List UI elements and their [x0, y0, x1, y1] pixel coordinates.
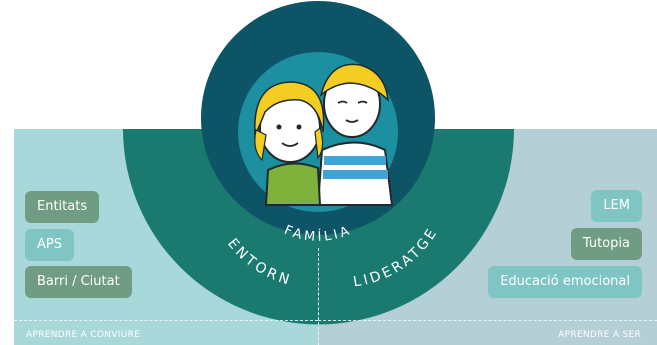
item-lem: LEM: [591, 190, 642, 222]
item-entitats: Entitats: [25, 191, 100, 223]
item-aps: APS: [25, 229, 74, 261]
footer-line-left: [14, 320, 318, 321]
footer-label-ser: APRENDRE A SER: [558, 330, 641, 340]
item-educacio-emocional: Educació emocional: [488, 266, 642, 298]
familia-label: FAMÍLIA: [282, 223, 354, 245]
footer-label-conviure: APRENDRE A CONVIURE: [26, 330, 141, 340]
children-illustration: [254, 63, 394, 206]
boy-figure: [316, 63, 394, 206]
item-barri-ciutat: Barri / Ciutat: [25, 266, 132, 298]
footer-line-right: [318, 320, 657, 321]
item-tutopia: Tutopia: [570, 228, 642, 260]
girl-figure: [254, 81, 325, 206]
center-divider: [318, 248, 319, 345]
